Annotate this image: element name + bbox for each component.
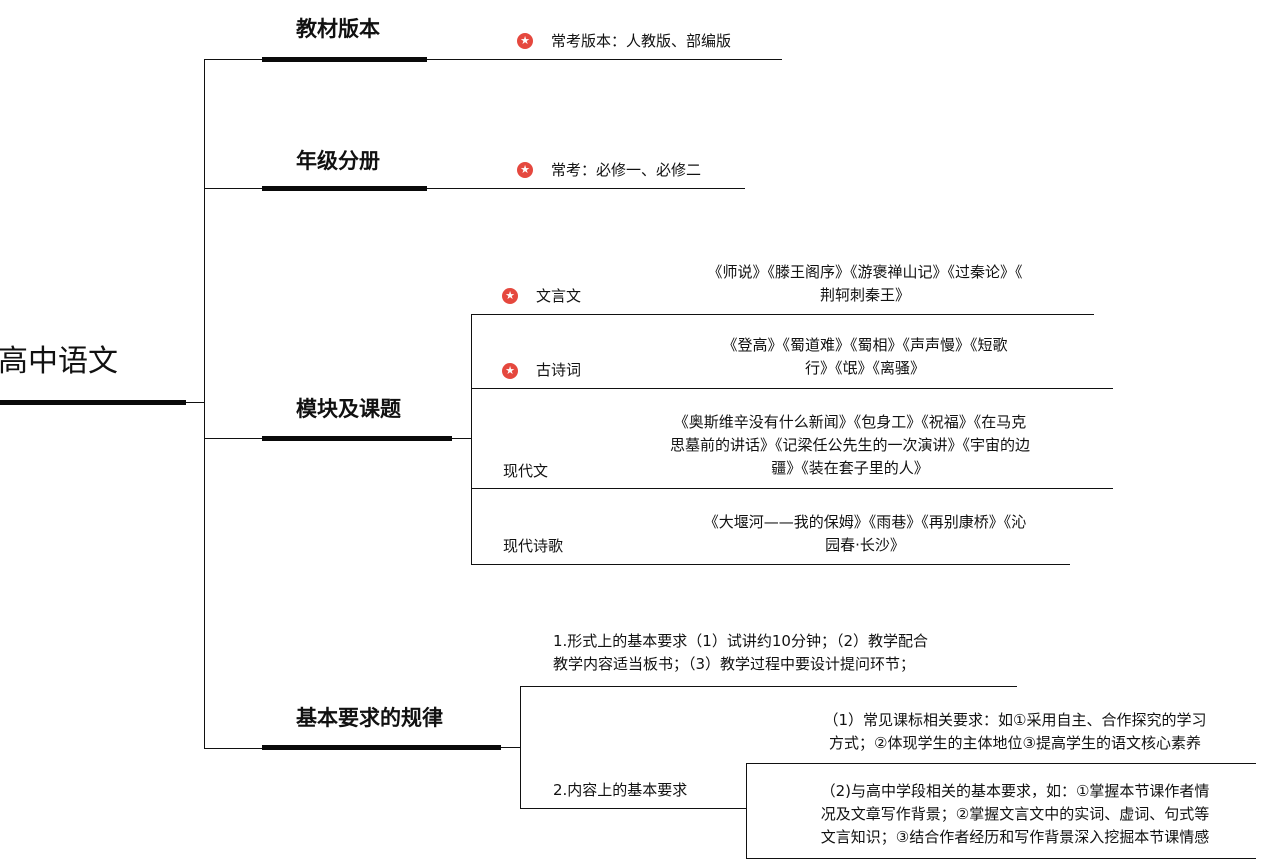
module-underline: [471, 564, 1070, 565]
branch-title-edition: 教材版本: [296, 17, 380, 41]
module-lessons-modern-poetry: 《大堰河——我的保姆》《雨巷》《再别康桥》《沁 园春·长沙》: [610, 511, 1120, 557]
branch-title-modules: 模块及课题: [296, 397, 401, 421]
module-name-modern-prose: 现代文: [503, 462, 549, 480]
rules-spine: [520, 686, 521, 809]
branch-underline: [262, 57, 427, 62]
content-sub1-underline: [746, 763, 1256, 764]
lesson-line: 《登高》《蜀道难》《蜀相》《声声慢》《短歌: [722, 336, 1008, 354]
content-sub2-underline: [746, 858, 1256, 859]
form-underline: [520, 686, 1017, 687]
branch-connector: [204, 188, 262, 189]
requirement-line: 况及文章写作背景；②掌握文言文中的实词、虚词、句式等: [820, 805, 1210, 823]
requirement-line: 教学内容适当板书；（3）教学过程中要设计提问环节；: [553, 655, 916, 673]
lesson-line: 园春·长沙》: [825, 536, 905, 554]
lesson-line: 思墓前的讲话》《记梁任公先生的一次演讲》《宇宙的边: [669, 436, 1030, 454]
leaf-edition-note: 常考版本：人教版、部编版: [551, 32, 732, 50]
branch-connector: [204, 59, 262, 60]
branch-title-grade: 年级分册: [296, 149, 380, 173]
branch-underline: [262, 436, 452, 441]
content-underline: [520, 808, 746, 809]
root-connector: [186, 402, 204, 403]
module-name-poetry: 古诗词: [536, 361, 582, 379]
leaf-underline: [507, 59, 782, 60]
module-lessons-classical: 《师说》《滕王阁序》《游褒禅山记》《过秦论》《 荆轲刺秦王》: [610, 261, 1120, 307]
content-requirements-label: 2.内容上的基本要求: [553, 781, 688, 799]
module-spine: [471, 314, 472, 564]
requirement-line: 文言知识；③结合作者经历和写作背景深入挖掘本节课情感: [820, 828, 1210, 846]
star-badge-icon: [502, 363, 518, 379]
leaf-connector: [427, 59, 507, 60]
requirement-line: 1.形式上的基本要求（1）试讲约10分钟；（2）教学配合: [553, 632, 928, 650]
module-name-modern-poetry: 现代诗歌: [503, 537, 564, 555]
star-badge-icon: [502, 288, 518, 304]
content-sub1: （1）常见课标相关要求：如①采用自主、合作探究的学习 方式；②体现学生的主体地位…: [770, 709, 1260, 755]
module-underline: [471, 488, 1113, 489]
module-lessons-poetry: 《登高》《蜀道难》《蜀相》《声声慢》《短歌 行》《氓》《离骚》: [610, 334, 1120, 380]
star-badge-icon: [517, 162, 533, 178]
content-spine: [746, 763, 747, 858]
main-spine: [204, 59, 205, 748]
branch-underline: [262, 745, 501, 750]
content-sub2: （2)与高中学段相关的基本要求，如：①掌握本节课作者情 况及文章写作背景；②掌握…: [770, 780, 1260, 849]
root-underline: [0, 400, 186, 405]
lesson-line: 《奥斯维辛没有什么新闻》《包身工》《祝福》《在马克: [673, 413, 1027, 431]
lesson-line: 荆轲刺秦王》: [819, 286, 910, 304]
star-badge-icon: [517, 33, 533, 49]
leaf-connector: [427, 188, 507, 189]
module-underline: [471, 388, 1113, 389]
rules-connector: [501, 747, 520, 748]
requirement-line: （2)与高中学段相关的基本要求，如：①掌握本节课作者情: [820, 782, 1210, 800]
root-node-label: 高中语文: [0, 344, 118, 379]
lesson-line: 疆》《装在套子里的人》: [771, 459, 929, 477]
form-requirements: 1.形式上的基本要求（1）试讲约10分钟；（2）教学配合 教学内容适当板书；（3…: [553, 630, 928, 676]
branch-connector: [204, 748, 262, 749]
branch-connector: [204, 438, 262, 439]
lesson-line: 《大堰河——我的保姆》《雨巷》《再别康桥》《沁: [703, 513, 1027, 531]
leaf-underline: [507, 188, 745, 189]
module-lessons-modern-prose: 《奥斯维辛没有什么新闻》《包身工》《祝福》《在马克 思墓前的讲话》《记梁任公先生…: [590, 411, 1110, 480]
module-name-classical: 文言文: [536, 287, 582, 305]
branch-underline: [262, 186, 427, 191]
requirement-line: （1）常见课标相关要求：如①采用自主、合作探究的学习: [823, 711, 1207, 729]
module-connector: [452, 438, 471, 439]
branch-title-rules: 基本要求的规律: [296, 706, 443, 730]
lesson-line: 行》《氓》《离骚》: [804, 359, 925, 377]
requirement-line: 方式；②体现学生的主体地位③提高学生的语文核心素养: [829, 734, 1201, 752]
leaf-grade-note: 常考：必修一、必修二: [551, 161, 702, 179]
lesson-line: 《师说》《滕王阁序》《游褒禅山记》《过秦论》《: [707, 263, 1023, 281]
module-underline: [471, 314, 1094, 315]
